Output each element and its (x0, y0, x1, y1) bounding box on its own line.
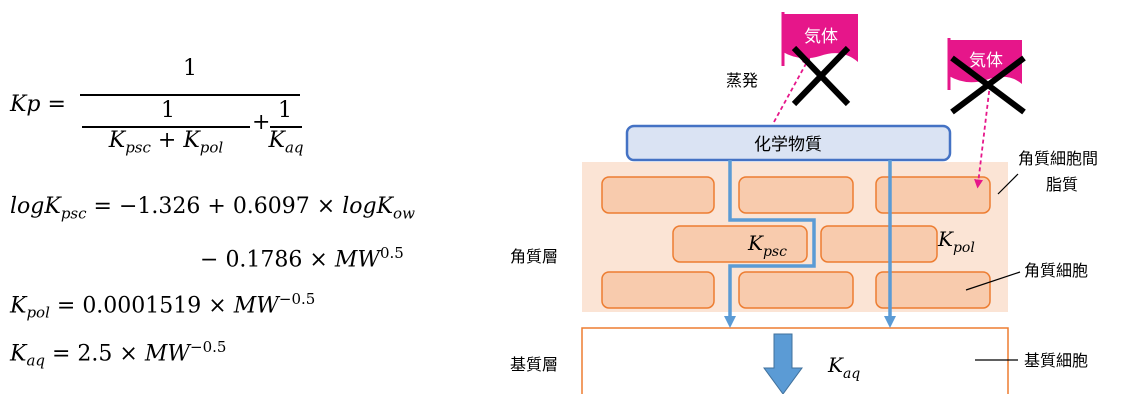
intercellular-lipid-label-2: 脂質 (1046, 175, 1078, 194)
diagram-svg: 化学物質 Kpsc Kpol Kaq 気体 気体 蒸発 角質層 基質層 角質細胞… (510, 12, 1098, 395)
k-pol-label: Kpol (937, 227, 975, 256)
gas-flag-1-label: 気体 (804, 27, 838, 47)
kp-lhs: Kp = (10, 92, 66, 117)
frac1-bar (82, 126, 250, 128)
kaq-block-arrow (763, 333, 803, 395)
stratum-corneum-label: 角質層 (510, 247, 558, 266)
formula-panel: Kp = 1 1 Kpsc + Kpol + 1 Kaq logKpsc = −… (0, 0, 560, 394)
basal-layer-box (581, 327, 1009, 394)
blocked-x-mark (950, 55, 1026, 115)
corneocyte (738, 271, 854, 309)
basal-layer-label: 基質層 (510, 355, 558, 374)
corneocyte (601, 271, 715, 309)
gas-entry-arrow (974, 83, 991, 189)
lipid-leader-line (997, 173, 1019, 195)
frac2-denominator: Kaq (268, 128, 304, 157)
k-aq-label: Kaq (827, 353, 860, 382)
corneocyte-label: 角質細胞 (1024, 261, 1088, 280)
intercellular-lipid-label-1: 角質細胞間 (1018, 149, 1098, 168)
chemical-label: 化学物質 (754, 135, 822, 155)
kp-plus: + (252, 110, 271, 135)
frac1-numerator: 1 (161, 98, 175, 123)
frac1-denominator: Kpsc + Kpol (108, 128, 224, 157)
chemical-box (625, 124, 952, 162)
kp-fraction-bar (80, 94, 300, 96)
basal-cell-label: 基質細胞 (1024, 351, 1088, 370)
corneocyte (875, 271, 991, 309)
blocked-x-mark (791, 45, 851, 107)
corneocyte (672, 225, 808, 263)
kpol-equation: Kpol = 0.0001519 × MW−0.5 (10, 290, 316, 322)
corneocyte-leader-line (965, 271, 1021, 291)
kpsc-equation-line1: logKpsc = −1.326 + 0.6097 × logKow (10, 194, 415, 223)
skin-permeation-diagram: 化学物質 Kpsc Kpol Kaq 気体 気体 蒸発 角質層 基質層 角質細胞… (490, 0, 1122, 395)
gas-flag-2-label: 気体 (969, 51, 1003, 71)
frac2-numerator: 1 (278, 98, 292, 123)
gas-flag-1: 気体 (781, 12, 858, 66)
kp-numerator: 1 (183, 56, 197, 81)
k-psc-label: Kpsc (747, 231, 787, 260)
corneocyte (875, 176, 991, 214)
evaporation-arrow (773, 56, 811, 123)
frac2-bar (270, 126, 302, 128)
kaq-equation: Kaq = 2.5 × MW−0.5 (10, 338, 227, 370)
evaporation-label: 蒸発 (726, 71, 758, 90)
corneocyte (601, 176, 715, 214)
kpsc-path-arrow (724, 160, 816, 328)
corneocyte (738, 176, 854, 214)
corneocyte (820, 225, 938, 263)
kpsc-equation-line2: − 0.1786 × MW0.5 (200, 244, 404, 273)
flag-cloth (783, 14, 858, 62)
